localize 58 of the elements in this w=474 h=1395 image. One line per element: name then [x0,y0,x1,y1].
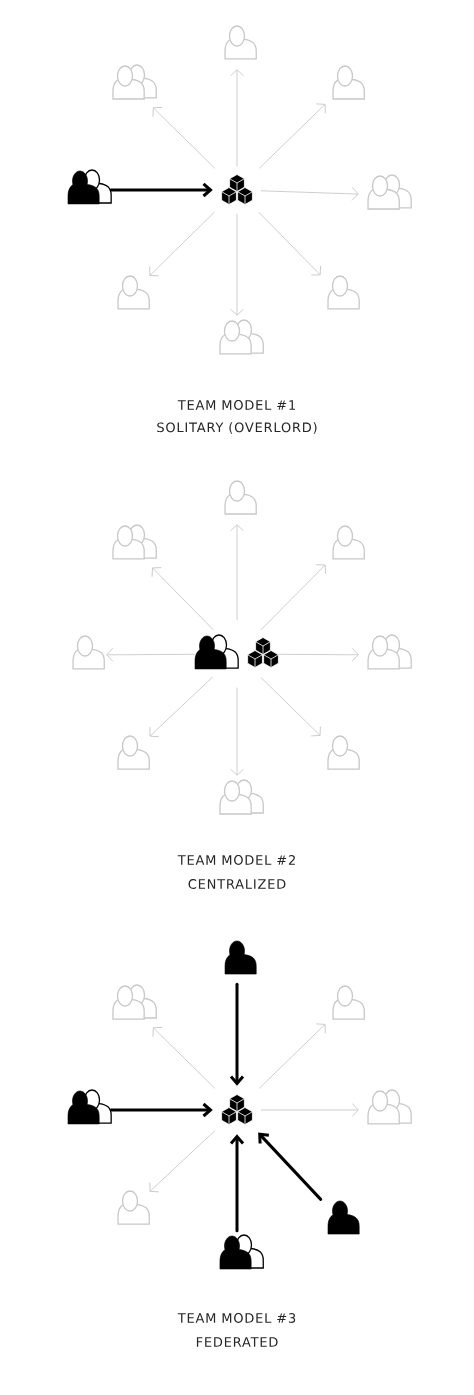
people-icon [219,319,264,355]
arrow [260,186,359,201]
arrow [260,677,321,737]
arrow [278,647,359,662]
person-icon [117,1190,150,1225]
arrow [229,982,245,1086]
person-icon [327,275,360,310]
people-icon [219,779,264,815]
person-icon [327,735,360,770]
arrow [258,1132,323,1201]
caption-text: TEAM MODEL #2 [177,855,295,865]
person-icon [327,1200,360,1235]
people-icon [219,1234,264,1270]
arrow [260,1103,359,1117]
arrow [230,213,244,316]
person-icon [117,735,150,770]
people-icon [67,169,112,205]
person-icon [332,985,365,1020]
caption-text: TEAM MODEL #1 [177,400,295,410]
people-icon [367,634,412,670]
people-icon [67,1089,112,1125]
arrow [259,103,326,169]
arrow [109,1102,213,1118]
arrow [230,687,244,776]
caption-text: CENTRALIZED [188,879,286,889]
arrow [152,1026,215,1089]
arrow [149,1130,215,1193]
caption-text: FEDERATED [196,1337,278,1347]
person-icon [117,275,150,310]
people-icon [112,984,157,1020]
arrow [151,567,214,631]
arrow [260,564,326,631]
caption-text: SOLITARY (OVERLORD) [157,422,317,434]
arrow [230,69,244,167]
people-icon [194,634,239,670]
person-icon [224,25,257,60]
arrow [152,106,215,169]
arrow [109,182,213,198]
arrow [258,212,322,276]
people-icon [112,524,157,560]
person-icon [224,480,257,515]
people-icon [112,64,157,100]
arrow [230,524,244,621]
cubes-icon [221,174,253,205]
people-icon [367,174,412,210]
person-icon [72,635,105,670]
person-icon [332,65,365,100]
cubes-icon [247,637,279,668]
cubes-icon [221,1094,253,1125]
arrow [259,1023,326,1089]
arrow [149,676,213,738]
arrow [229,1134,245,1233]
arrow [149,211,215,277]
people-icon [367,1089,412,1125]
caption-text: TEAM MODEL #3 [177,1313,296,1323]
arrow [106,647,196,662]
person-icon [332,525,365,560]
person-icon [224,940,257,975]
